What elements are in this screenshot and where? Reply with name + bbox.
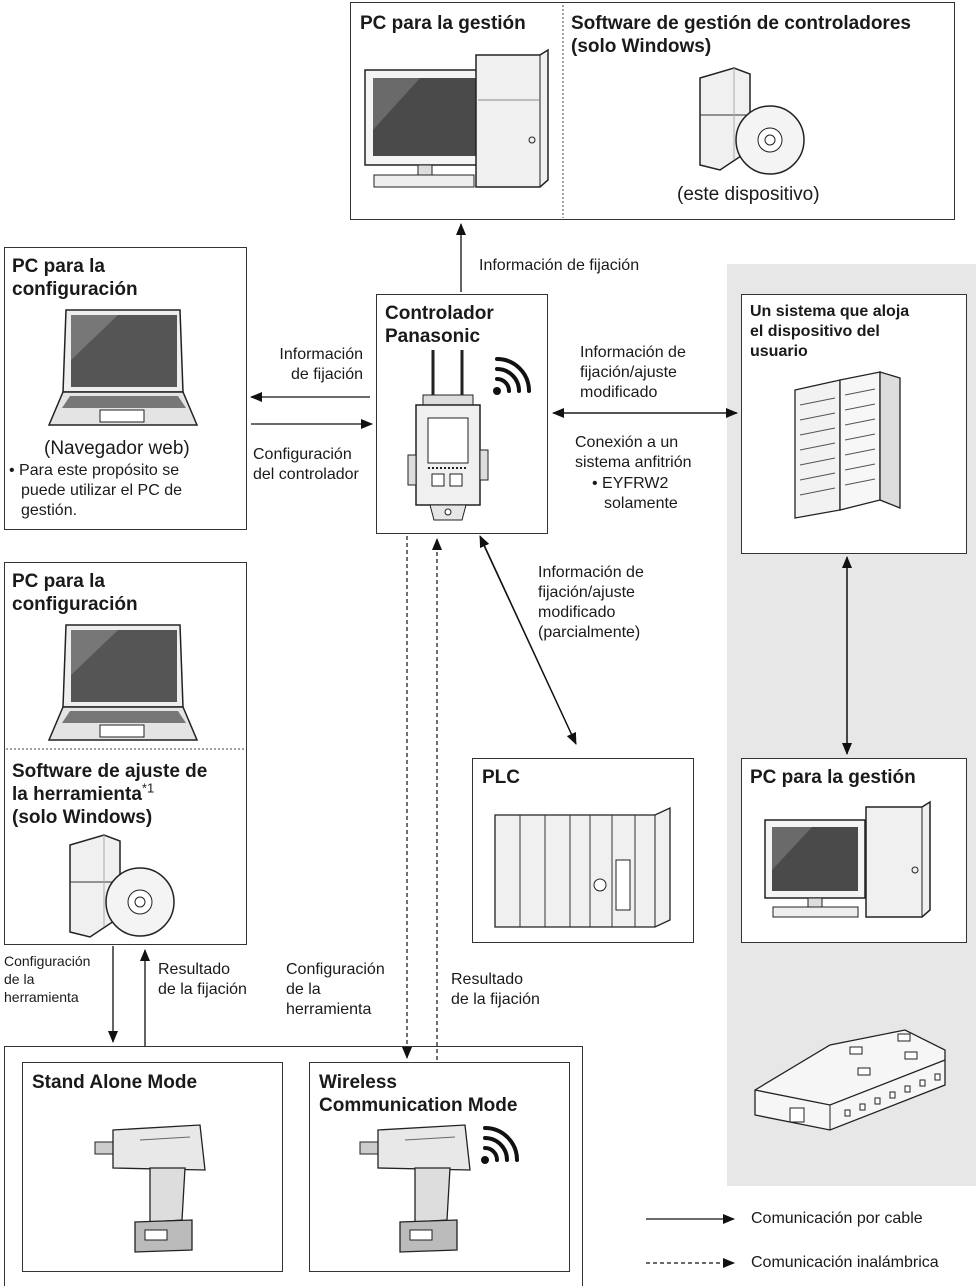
tool-software-name: Software de ajuste de la herramienta: [12, 761, 208, 805]
setup-pc-software-title: PC para la configuración: [12, 571, 138, 615]
desktop-pc-icon-right: [764, 800, 931, 918]
tool-config-mid-label: Configuración de la herramienta: [286, 961, 385, 1018]
mgmt-pc-right-title: PC para la gestión: [750, 767, 916, 788]
controller-title: Controlador Panasonic: [385, 303, 494, 347]
host-system-title: Un sistema que aloja el dispositivo del …: [750, 303, 910, 360]
this-device-caption: (este dispositivo): [677, 184, 820, 205]
fix-adjust-plc-label: Información de fijación/ajuste modificad…: [538, 564, 644, 641]
software-disc-icon-left: [69, 834, 175, 938]
desktop-pc-icon: [364, 48, 549, 188]
wireless-mode-title: Wireless Communication Mode: [319, 1072, 518, 1116]
factory-building-icon: [754, 1029, 946, 1131]
plc-title: PLC: [482, 767, 520, 788]
host-connection-label: Conexión a un sistema anfitrión: [575, 434, 692, 471]
mgmt-pc-usable-note: • Para este propósito se puede utilizar …: [9, 462, 182, 519]
laptop-icon-1: [47, 309, 199, 426]
footnote-marker: *1: [141, 780, 155, 796]
controller-config-label: Configuración del controlador: [253, 446, 359, 483]
wifi-icon-controller: [493, 357, 531, 395]
tool-software-title: Software de ajuste de la herramienta*1: [12, 760, 207, 806]
software-disc-icon-top: [699, 67, 805, 175]
legend-wired-label: Comunicación por cable: [751, 1210, 923, 1227]
wifi-icon-wireless-tool: [481, 1126, 519, 1164]
tool-software-windows-note: (solo Windows): [12, 807, 153, 828]
host-connection-note: • EYFRW2 solamente: [592, 475, 678, 512]
web-browser-caption: (Navegador web): [44, 438, 190, 459]
fix-info-up-label: Información de fijación: [479, 257, 640, 274]
stand-alone-mode-title: Stand Alone Mode: [32, 1072, 198, 1093]
plc-icon: [494, 806, 671, 928]
fix-result-left-label: Resultado de la fijación: [158, 961, 247, 998]
controller-device-icon: [407, 350, 489, 521]
fix-info-left-label: Información de fijación: [279, 346, 363, 383]
mgmt-pc-top-title: PC para la gestión: [360, 13, 526, 34]
server-rack-icon: [794, 371, 901, 519]
impact-wrench-icon-2: [359, 1124, 471, 1253]
tool-config-left-label: Configuración de la herramienta: [4, 953, 91, 1005]
impact-wrench-icon-1: [94, 1124, 206, 1253]
mgmt-software-title: Software de gestión de controladores (so…: [571, 13, 911, 57]
fix-adjust-host-label: Información de fijación/ajuste modificad…: [580, 344, 686, 401]
fix-result-mid-label: Resultado de la fijación: [451, 971, 540, 1008]
legend-wireless-label: Comunicación inalámbrica: [751, 1254, 939, 1271]
setup-pc-browser-title: PC para la configuración: [12, 256, 138, 300]
laptop-icon-2: [47, 624, 199, 741]
